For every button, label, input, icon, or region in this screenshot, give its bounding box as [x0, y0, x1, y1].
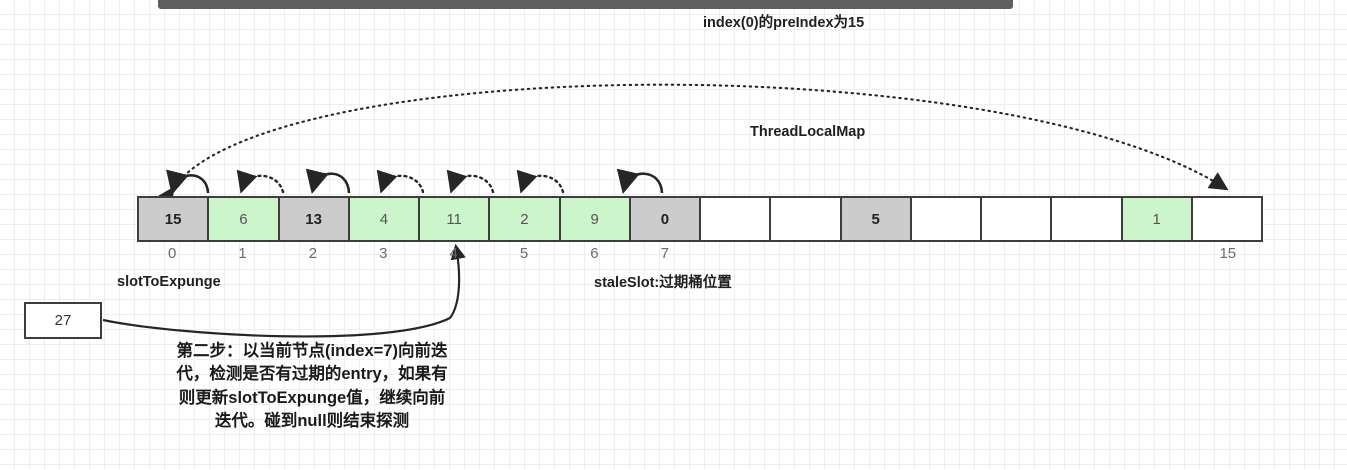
hop-dotted-2-to-1	[236, 169, 285, 194]
array-cell-0: 15	[139, 198, 210, 240]
array-index-5: 5	[519, 245, 529, 262]
hop-solid-1-to-0	[166, 169, 210, 196]
array-cell-7: 0	[630, 198, 701, 240]
array-cell-4: 11	[420, 198, 491, 240]
array-cell-9	[771, 198, 842, 240]
array-index-labels: 0 1 2 3 4 5 6 7 15	[137, 245, 1263, 267]
array-index-15: 15	[1219, 245, 1237, 262]
array-cell-5: 2	[490, 198, 561, 240]
hop-dotted-5-to-4	[446, 169, 495, 194]
stale-slot-label: staleSlot:过期桶位置	[594, 275, 732, 291]
array-index-11	[911, 245, 981, 267]
array-index-4: 4	[449, 245, 458, 262]
step-description: 第二步：以当前节点(index=7)向前迭代，检测是否有过期的entry，如果有…	[112, 340, 512, 434]
array-cell-12	[982, 198, 1053, 240]
array-index-12	[982, 245, 1052, 267]
array-cell-2: 13	[279, 198, 350, 240]
hop-dotted-4-to-3	[376, 169, 425, 194]
array-index-13	[1052, 245, 1122, 267]
array-cell-11	[911, 198, 982, 240]
hop-solid-3-to-2	[305, 168, 351, 195]
array-cell-3: 4	[349, 198, 420, 240]
threadlocalmap-label: ThreadLocalMap	[750, 124, 866, 140]
array-cell-1: 6	[209, 198, 280, 240]
hop-dotted-6-to-5	[516, 169, 565, 194]
array-index-9	[770, 245, 840, 267]
step-description-line-0: 第二步：以当前节点(index=7)向前迭	[176, 342, 448, 360]
array-index-8	[700, 245, 770, 267]
arc-index0-to-index15	[156, 83, 1229, 208]
array-cell-10: 5	[841, 198, 912, 240]
top-bar-decoration	[158, 0, 1013, 9]
array-index-2: 2	[308, 245, 318, 262]
array-cell-15	[1192, 198, 1261, 240]
step-description-line-2: 则更新slotToExpunge值，继续向前	[178, 388, 446, 407]
array-index-10	[841, 245, 911, 267]
step-description-line-1: 代，检测是否有过期的entry，如果有	[176, 365, 448, 384]
array-index-6: 6	[590, 245, 599, 262]
hop-solid-7-to-6	[616, 168, 664, 195]
array-index-3: 3	[379, 245, 388, 262]
slot-to-expunge-label: slotToExpunge	[117, 274, 221, 290]
array-index-7: 7	[660, 245, 669, 262]
array-index-0: 0	[168, 245, 177, 262]
array-index-1: 1	[238, 245, 247, 262]
array-index-14	[1122, 245, 1192, 267]
preindex-annotation: index(0)的preIndex为15	[703, 15, 865, 31]
array-cell-13	[1052, 198, 1123, 240]
step-description-line-3: 迭代。碰到null则结束探测	[214, 412, 410, 431]
array-cell-8	[701, 198, 772, 240]
callout-box-27: 27	[24, 302, 102, 339]
array-cell-14: 1	[1122, 198, 1193, 240]
array-cell-6: 9	[560, 198, 631, 240]
